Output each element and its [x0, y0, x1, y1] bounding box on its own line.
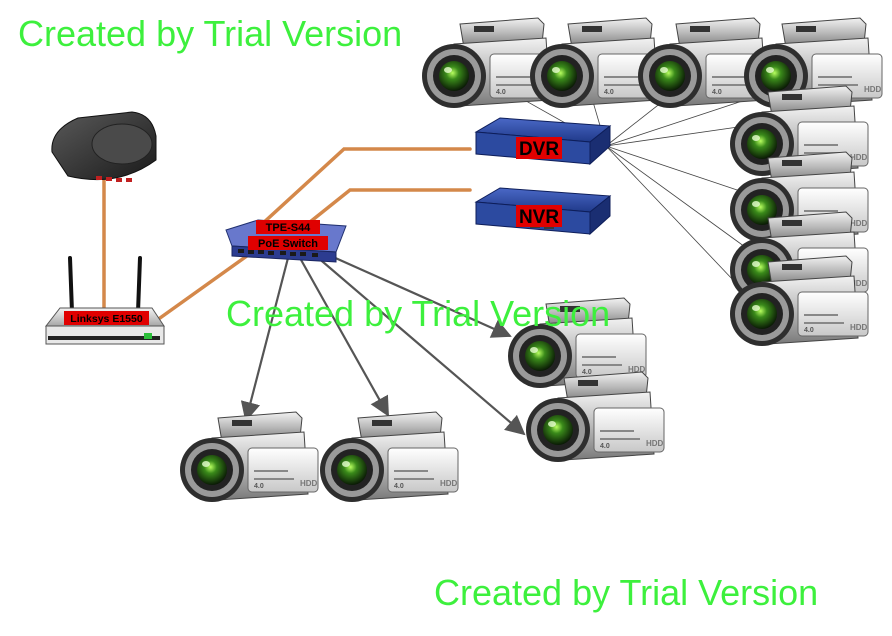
router-label: Linksys E1550: [70, 313, 143, 325]
link-dvr-cam-right-1: [605, 124, 753, 147]
poe-arrows: [240, 250, 526, 436]
arrow-switch-cam-3: [315, 255, 526, 436]
arrow-switch-cam-2: [299, 257, 389, 417]
switch-label-type: PoE Switch: [258, 238, 318, 250]
trial-watermark-top: Created by Trial Version: [18, 13, 403, 54]
cable-switch-dvr: [236, 147, 472, 248]
camera-poe-4: [319, 411, 459, 503]
cable-switch-nvr: [298, 188, 472, 232]
router: Linksys E1550: [44, 256, 165, 345]
trial-watermark-bottom: Created by Trial Version: [434, 572, 819, 613]
poe-switch: TPE-S44 PoE Switch: [225, 219, 347, 263]
dvr-label: DVR: [519, 139, 559, 160]
switch-label-bg-1: [256, 220, 320, 234]
dvr-label-bg: [516, 137, 562, 159]
modem: [51, 111, 157, 182]
camera-poe-3: [179, 411, 319, 503]
nvr-label: NVR: [519, 207, 559, 228]
switch-label-model: TPE-S44: [266, 222, 312, 234]
arrow-switch-cam-1: [240, 257, 290, 422]
router-antenna-left: [68, 256, 74, 314]
router-antenna-right: [136, 256, 142, 314]
trial-watermark-middle: Created by Trial Version: [226, 293, 611, 334]
arrow-switch-cam-4: [321, 250, 512, 338]
dvr-recorder: DVR: [474, 117, 612, 166]
camera-group-right-column: [729, 85, 869, 347]
link-dvr-cam-right-4: [605, 145, 753, 301]
link-dvr-cam-right-2: [605, 145, 753, 196]
nvr-label-bg: [516, 205, 562, 227]
switch-label-bg-2: [248, 236, 328, 250]
link-dvr-cam-right-3: [605, 145, 753, 253]
nvr-recorder: NVR: [474, 187, 612, 236]
router-label-bg: [64, 311, 149, 325]
